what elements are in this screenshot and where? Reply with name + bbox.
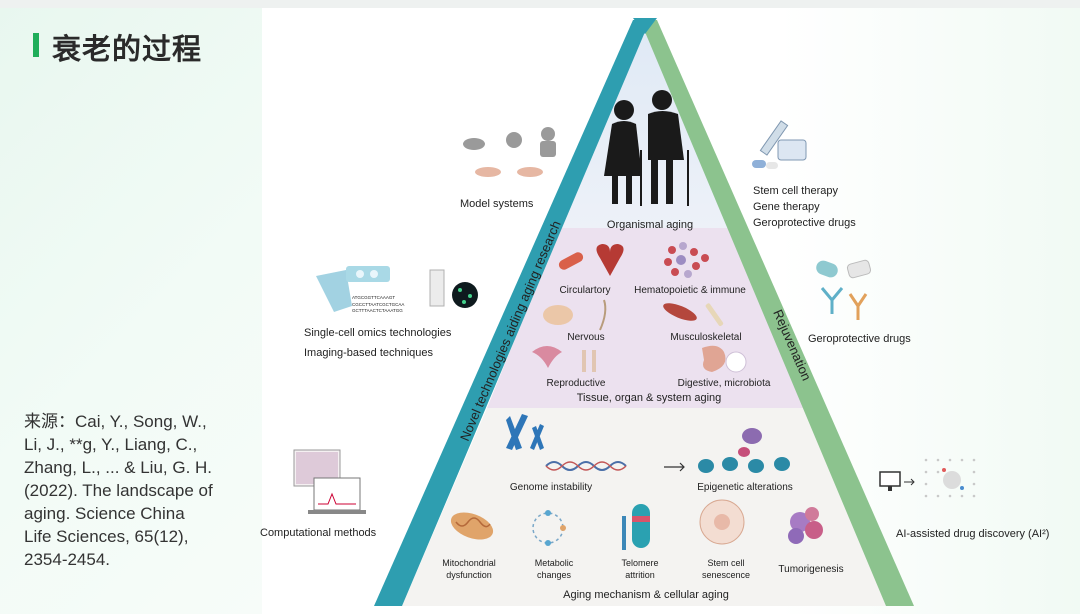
dna-strand [545,461,627,471]
title-accent-bar [33,33,39,57]
bottom-item-4b: changes [537,570,572,580]
omics-label-1: Single-cell omics technologies [304,327,452,339]
middle-tier-label: Tissue, organ & system aging [577,392,722,404]
reproductive-icon [532,346,596,372]
bottom-item-6b: senescence [702,570,750,580]
tumor-icon [788,507,823,544]
arrow-icon [664,462,685,472]
apex-cap [633,18,657,34]
bottom-item-5: Telomere [621,558,658,568]
middle-item-4: Musculoskeletal [670,332,741,343]
middle-item-2: Hematopoietic & immune [634,285,746,296]
drugs-label: Geroprotective drugs [808,333,911,345]
bottom-item-1: Genome instability [510,482,592,493]
model-systems-label: Model systems [460,198,534,210]
middle-item-1: Circulartory [559,285,610,296]
computational-label: Computational methods [260,527,377,539]
nucleosome-icon [698,428,790,473]
dna-seq-3: GCTTTAACTCTAAATGG [352,308,403,313]
middle-item-6: Digestive, microbiota [678,378,771,389]
omics-label-2: Imaging-based techniques [304,347,434,359]
metabolic-cycle-icon [532,510,566,546]
blood-cells-icon [664,242,709,278]
chromosome-icon [506,414,544,450]
page-title: 衰老的过程 [52,32,203,66]
left-edge-band [374,20,650,606]
dna-seq-2: CGCCTTAATCGCTGCAA [352,302,404,307]
mitochondria-icon [450,512,494,540]
omics-icon [316,266,478,312]
stem-cell-icon [699,499,745,545]
bottom-item-4: Metabolic [535,558,574,568]
laptop-icon [293,449,366,514]
muscle-bone-icon [663,303,724,327]
ai-computer-icon [879,458,976,498]
circulatory-icon [558,244,624,276]
dna-seq-1: ATGCGGTTCAAAGT [352,295,395,300]
model-animals-icon [463,127,556,177]
bottom-tier-label: Aging mechanism & cellular aging [563,589,729,601]
bottom-item-2: Epigenetic alterations [697,482,793,493]
telomere-icon [622,504,650,550]
therapy-label-2: Gene therapy [753,201,820,213]
bottom-item-7: Tumorigenesis [778,564,843,575]
elderly-couple-icon [604,90,689,206]
digestive-icon [702,345,747,373]
pills-antibody-icon [816,259,872,320]
middle-item-3: Nervous [567,332,604,343]
top-tier-label: Organismal aging [607,219,693,231]
tier-top [560,22,730,228]
source-citation: 来源：Cai, Y., Song, W., Li, J., **g, Y., L… [24,412,213,569]
left-panel [0,0,262,614]
therapy-label-3: Geroprotective drugs [753,217,856,229]
bottom-item-6: Stem cell [707,558,744,568]
middle-item-5: Reproductive [547,378,606,389]
bottom-item-3b: dysfunction [446,570,492,580]
bottom-item-5b: attrition [625,570,655,580]
therapy-label-1: Stem cell therapy [753,185,838,197]
right-edge-band [640,20,914,606]
ai-label: AI-assisted drug discovery (AI²) [896,528,1049,540]
brain-icon [543,299,607,331]
syringe-icon [752,120,807,169]
bottom-item-3: Mitochondrial [442,558,496,568]
frame-top [0,0,1080,8]
dna-strand-2 [545,461,627,471]
